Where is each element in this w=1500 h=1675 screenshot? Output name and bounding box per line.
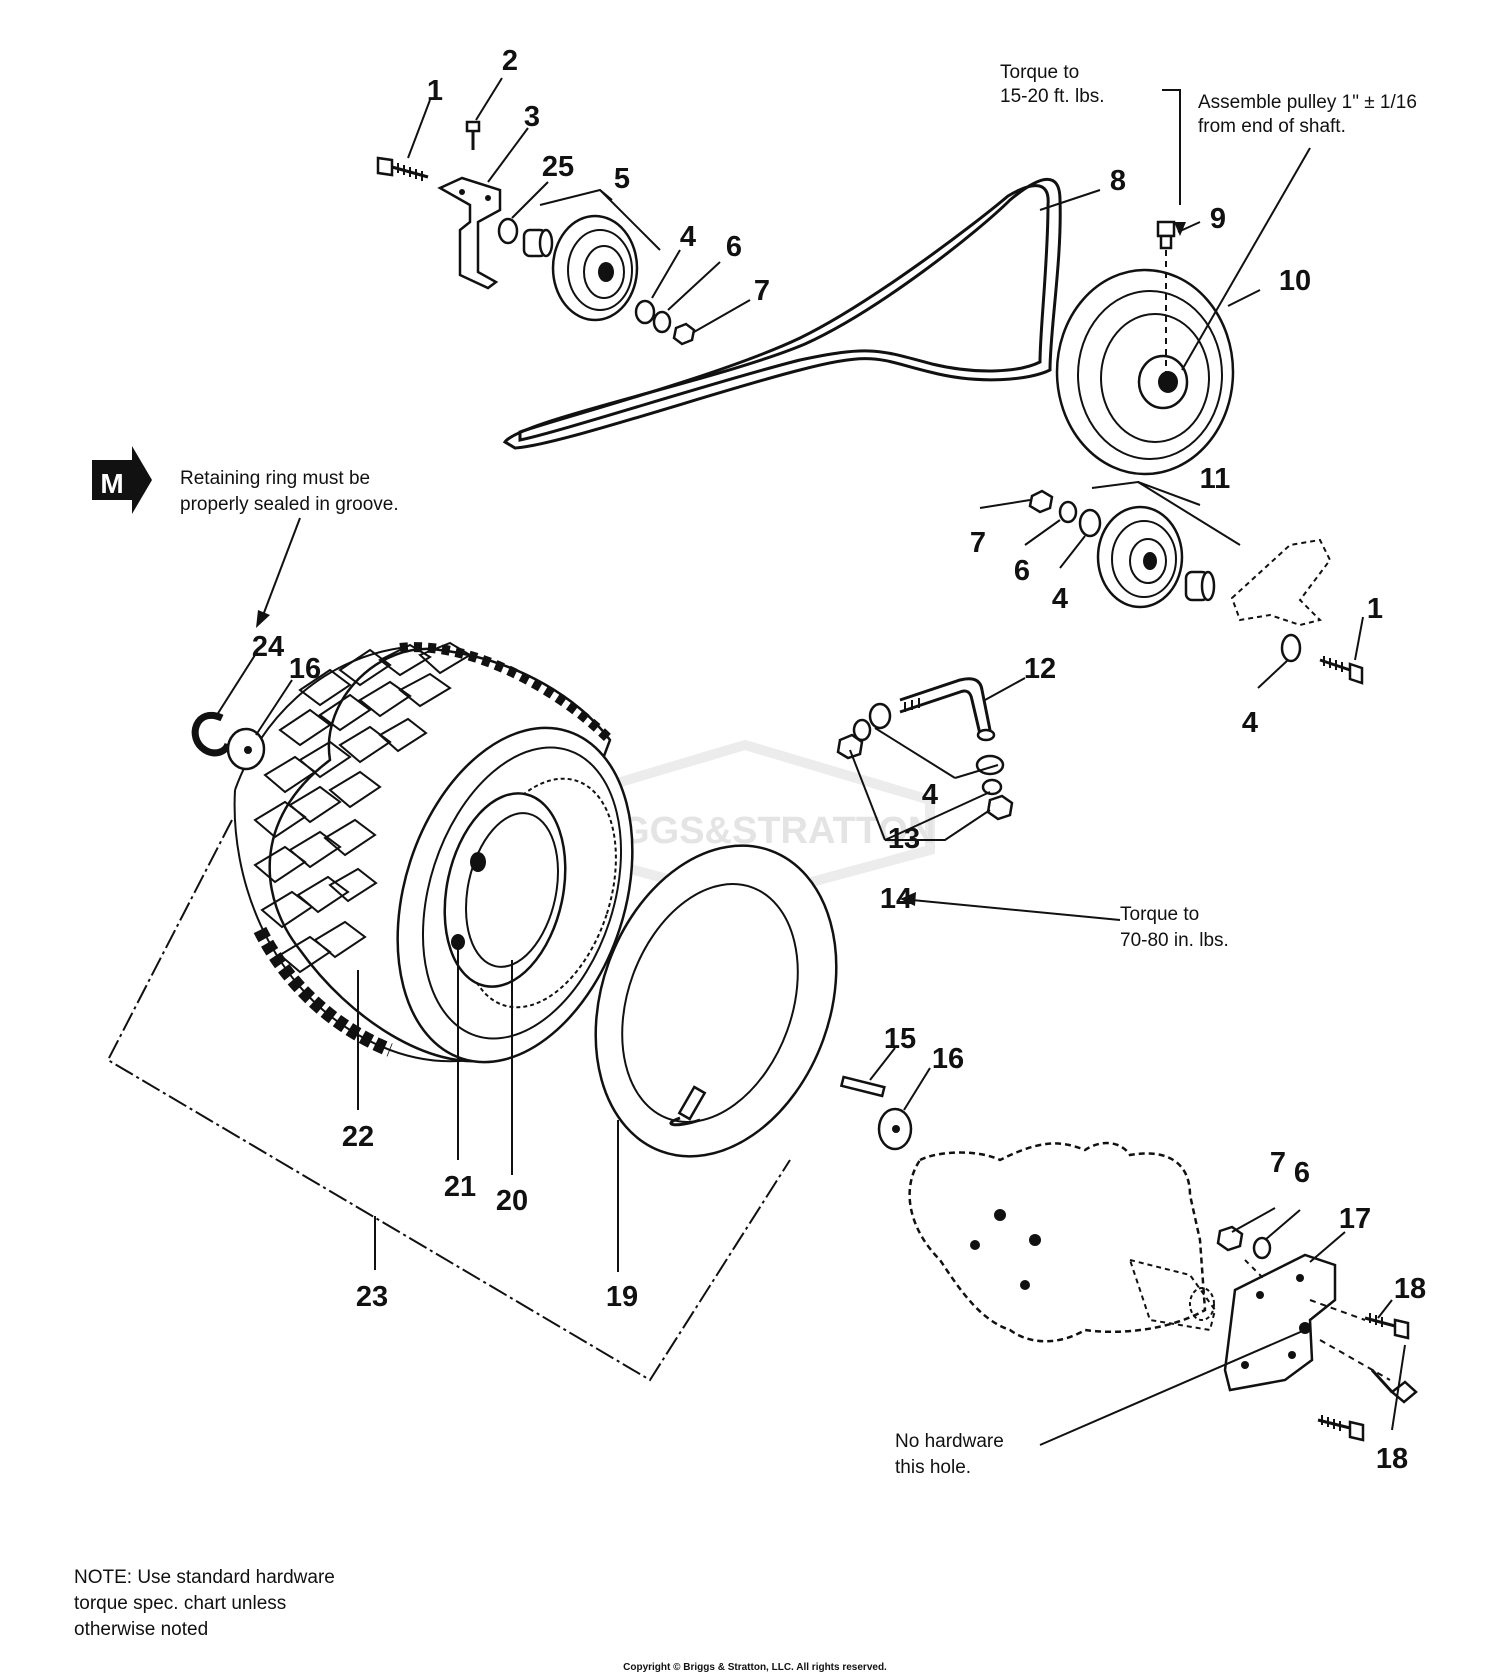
torque-pulley-note-line2: 15-20 ft. lbs. <box>1000 86 1105 107</box>
spacer-b <box>1184 570 1216 602</box>
retaining-ring-24 <box>191 712 232 757</box>
idler-assembly-right <box>1028 489 1364 685</box>
callout-12: 12 <box>1024 653 1056 685</box>
callout-10: 10 <box>1279 265 1311 297</box>
callout-8: 8 <box>1110 165 1126 197</box>
spacer <box>522 228 554 258</box>
bracket-outline <box>1230 538 1332 627</box>
callout-20: 20 <box>496 1185 528 1217</box>
hardware-note-line2: torque spec. chart unless <box>74 1593 286 1614</box>
callout-23: 23 <box>356 1281 388 1313</box>
bolt-18c <box>1370 1368 1418 1404</box>
rod-12 <box>899 677 996 742</box>
torque-nuts-note-line1: Torque to <box>1120 904 1199 925</box>
idler-assembly-left <box>376 120 696 346</box>
hardware-note-line1: NOTE: Use standard hardware <box>74 1567 335 1588</box>
callout-16-left: 16 <box>289 653 321 685</box>
drive-pulley-10 <box>1055 268 1235 476</box>
callout-2: 2 <box>502 45 518 77</box>
hardware-note-line3: otherwise noted <box>74 1619 208 1640</box>
washer-4b <box>1078 508 1102 538</box>
m-marker: M <box>92 446 152 514</box>
belt-8 <box>502 177 1062 450</box>
bolt-1 <box>376 156 429 181</box>
retaining-ring-note-line1: Retaining ring must be <box>180 468 370 489</box>
callout-4-right: 4 <box>1242 707 1258 739</box>
callout-21: 21 <box>444 1171 476 1203</box>
callout-11: 11 <box>1200 463 1231 495</box>
washer-4 <box>634 299 656 325</box>
leader-lines <box>214 77 1406 1431</box>
callout-4-mid: 4 <box>1052 583 1068 615</box>
callout-4-top: 4 <box>680 221 696 253</box>
key-15 <box>839 1075 886 1098</box>
callout-9: 9 <box>1210 203 1226 235</box>
no-hardware-note-line1: No hardware <box>895 1431 1004 1452</box>
callout-7-bottom: 7 <box>1270 1147 1286 1179</box>
callout-6-mid: 6 <box>1014 555 1030 587</box>
nut-washer-stack <box>836 702 1014 821</box>
bolt-1b <box>1319 656 1364 685</box>
inner-tube-19 <box>594 844 838 1158</box>
washer-16 <box>226 727 266 771</box>
retaining-ring-note-line2: properly sealed in groove. <box>180 494 399 515</box>
assemble-pulley-note-line2: from end of shaft. <box>1198 116 1346 137</box>
copyright: Copyright © Briggs & Stratton, LLC. All … <box>623 1662 887 1673</box>
callout-7-mid: 7 <box>970 527 986 559</box>
callout-14: 14 <box>880 883 912 915</box>
callout-1-right: 1 <box>1367 593 1383 625</box>
callout-22: 22 <box>342 1121 374 1153</box>
transaxle <box>908 1141 1217 1343</box>
torque-pulley-note-line1: Torque to <box>1000 62 1079 83</box>
callouts: 1 2 3 25 5 4 6 7 8 9 10 7 6 4 11 1 4 12 … <box>252 45 1426 1475</box>
lockwasher-6 <box>652 310 672 334</box>
callout-7-top: 7 <box>754 275 770 307</box>
assemble-pulley-note-line1: Assemble pulley 1" ± 1/16 <box>1198 92 1417 113</box>
bolt-2 <box>465 120 481 150</box>
callout-24: 24 <box>252 631 284 663</box>
tread-pattern <box>253 641 614 1057</box>
nut-7 <box>672 322 696 346</box>
bracket-17 <box>1223 1253 1337 1392</box>
notes: Torque to 15-20 ft. lbs. Assemble pulley… <box>74 62 1417 1640</box>
callout-4-rod: 4 <box>922 779 938 811</box>
callout-15: 15 <box>884 1023 916 1055</box>
idler-pulley-11 <box>1096 505 1184 609</box>
callout-5: 5 <box>614 163 630 195</box>
nut-7c <box>1216 1225 1244 1252</box>
rim-20 <box>443 792 567 988</box>
bolt-18a <box>1364 1313 1410 1340</box>
callout-13: 13 <box>888 823 920 855</box>
m-marker-letter: M <box>100 468 123 499</box>
washer-4c <box>1280 633 1302 663</box>
callout-6-bottom: 6 <box>1294 1157 1310 1189</box>
nut-7b <box>1028 489 1054 514</box>
tire-22 <box>233 641 634 1064</box>
bracket-23-brace <box>106 819 791 1382</box>
callout-16-right: 16 <box>932 1043 964 1075</box>
callout-18-bottom: 18 <box>1376 1443 1408 1475</box>
arrows <box>256 222 1186 921</box>
idler-pulley-5 <box>551 214 639 322</box>
callout-18-top: 18 <box>1394 1273 1426 1305</box>
callout-17: 17 <box>1339 1203 1371 1235</box>
torque-nuts-note-line2: 70-80 in. lbs. <box>1120 930 1229 951</box>
callout-1-top: 1 <box>427 75 443 107</box>
bolt-18b <box>1317 1415 1365 1442</box>
callout-3: 3 <box>524 101 540 133</box>
lockwasher-6b <box>1058 500 1078 524</box>
washer-16b <box>877 1107 913 1151</box>
set-screw-9 <box>1156 220 1176 380</box>
callout-6-top: 6 <box>726 231 742 263</box>
callout-25: 25 <box>542 151 574 183</box>
no-hardware-note-line2: this hole. <box>895 1457 971 1478</box>
washer-25 <box>497 217 519 245</box>
bracket-3 <box>437 176 502 290</box>
lockwasher-6c <box>1252 1236 1272 1260</box>
callout-19: 19 <box>606 1281 638 1313</box>
